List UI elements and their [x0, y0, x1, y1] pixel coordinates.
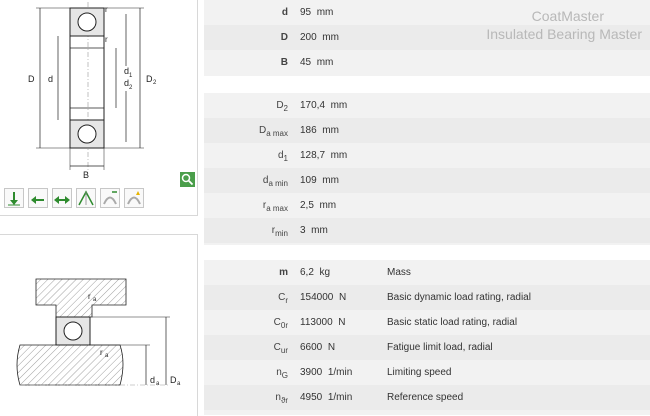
param-value: 170,4 mm	[300, 100, 348, 111]
param-value: 200 mm	[300, 32, 339, 43]
label-Da-sub: a	[177, 381, 181, 387]
param-value: 3 mm	[300, 225, 328, 236]
table-row: C0r 113000 N Basic static load rating, r…	[204, 310, 650, 335]
param-description: Basic static load rating, radial	[387, 317, 518, 328]
label-d: d	[48, 74, 53, 84]
label-D: D	[28, 74, 35, 84]
param-description: Limiting speed	[387, 367, 452, 378]
mounting-drawing-panel: r a r a d a D a	[0, 234, 198, 416]
param-label: Da max	[258, 125, 288, 138]
label-D2: D	[146, 74, 153, 84]
table-row: d 95 mm	[204, 0, 650, 25]
label-D2-sub: 2	[153, 80, 157, 86]
param-label: ra max	[262, 200, 288, 213]
axial-left-icon[interactable]	[28, 188, 48, 208]
label-Da: D	[170, 375, 177, 385]
param-label: d1	[277, 150, 288, 163]
table-row: nG 3900 1/min Limiting speed	[204, 360, 650, 385]
param-label: Cr	[278, 292, 288, 305]
param-value: 3900 1/min	[300, 367, 353, 378]
label-d2: d2	[123, 78, 134, 91]
param-label: B	[280, 57, 288, 68]
param-label: D	[280, 32, 288, 43]
param-description: Fatigue limit load, radial	[387, 342, 493, 353]
table-row: Cur 6600 N Fatigue limit load, radial	[204, 335, 650, 360]
param-description: Basic dynamic load rating, radial	[387, 292, 531, 303]
bearing-cross-section: r r D d D 2 B	[28, 2, 157, 180]
label-ra-bottom-sub: a	[105, 353, 109, 359]
param-label: d	[281, 7, 288, 18]
axial-both-icon[interactable]	[52, 188, 72, 208]
table-row: Da max 186 mm	[204, 118, 650, 143]
watermark-line2: Insulated Bearing Master	[486, 26, 642, 42]
table-row: d1 128,7 mm	[204, 143, 650, 168]
param-label: nϑr	[275, 392, 288, 405]
label-da-sub: a	[156, 381, 160, 387]
zoom-button[interactable]	[180, 172, 195, 187]
param-label: Cur	[273, 342, 288, 355]
param-label: D2	[276, 100, 288, 113]
table-row: D 200 mm	[204, 25, 650, 50]
table-row: m 6,2 kg Mass	[204, 260, 650, 285]
dimensions-table: d 95 mm D 200 mm B 45 mm	[204, 0, 650, 76]
param-label: da min	[262, 175, 288, 188]
param-label: C0r	[273, 317, 288, 330]
feature-icon-bar	[4, 188, 144, 208]
label-B: B	[83, 170, 89, 180]
table-row: B 45 mm	[204, 50, 650, 75]
table-row: nϑr 4950 1/min Reference speed	[204, 385, 650, 410]
param-label: rmin	[271, 225, 288, 238]
lubrication-icon[interactable]	[124, 188, 144, 208]
param-value: 95 mm	[300, 7, 334, 18]
param-value: 109 mm	[300, 175, 339, 186]
label-d1: d1	[123, 66, 134, 79]
param-value: 6600 N	[300, 342, 336, 353]
load-direction-icon[interactable]	[4, 188, 24, 208]
bearing-drawing-panel: r r D d D 2 B d1 d2	[0, 0, 198, 216]
param-value: 4950 1/min	[300, 392, 353, 403]
label-ra-top-sub: a	[93, 297, 97, 303]
properties-table: m 6,2 kg Mass Cr 154000 N Basic dynamic …	[204, 260, 650, 415]
label-ra-bottom: r	[100, 348, 103, 357]
param-value: 2,5 mm	[300, 200, 337, 211]
param-label: nG	[276, 367, 288, 380]
table-row: da min 109 mm	[204, 168, 650, 193]
mounting-cross-section: r a r a d a D a	[16, 278, 181, 387]
label-r-mid: r	[105, 35, 108, 44]
param-description: Reference speed	[387, 392, 464, 403]
watermark-line1: CoatMaster	[531, 8, 604, 24]
table-row: Cr 154000 N Basic dynamic load rating, r…	[204, 285, 650, 310]
angle-icon[interactable]	[76, 188, 96, 208]
table-row: ra max 2,5 mm	[204, 193, 650, 218]
param-value: 6,2 kg	[300, 267, 331, 278]
param-value: 113000 N	[300, 317, 346, 328]
param-value: 186 mm	[300, 125, 339, 136]
seal-icon[interactable]	[100, 188, 120, 208]
param-value: 45 mm	[300, 57, 334, 68]
table-row: rmin 3 mm	[204, 218, 650, 243]
param-description: Mass	[387, 267, 411, 278]
label-r-top: r	[105, 5, 108, 14]
table-row: D2 170,4 mm	[204, 93, 650, 118]
magnifier-icon	[181, 173, 194, 186]
param-value: 154000 N	[300, 292, 347, 303]
param-label: m	[279, 267, 288, 278]
param-value: 128,7 mm	[300, 150, 348, 161]
label-ra-top: r	[88, 292, 91, 301]
mounting-dimensions-table: D2 170,4 mm Da max 186 mm d1 128,7 mm da…	[204, 93, 650, 245]
label-da: d	[150, 375, 155, 385]
